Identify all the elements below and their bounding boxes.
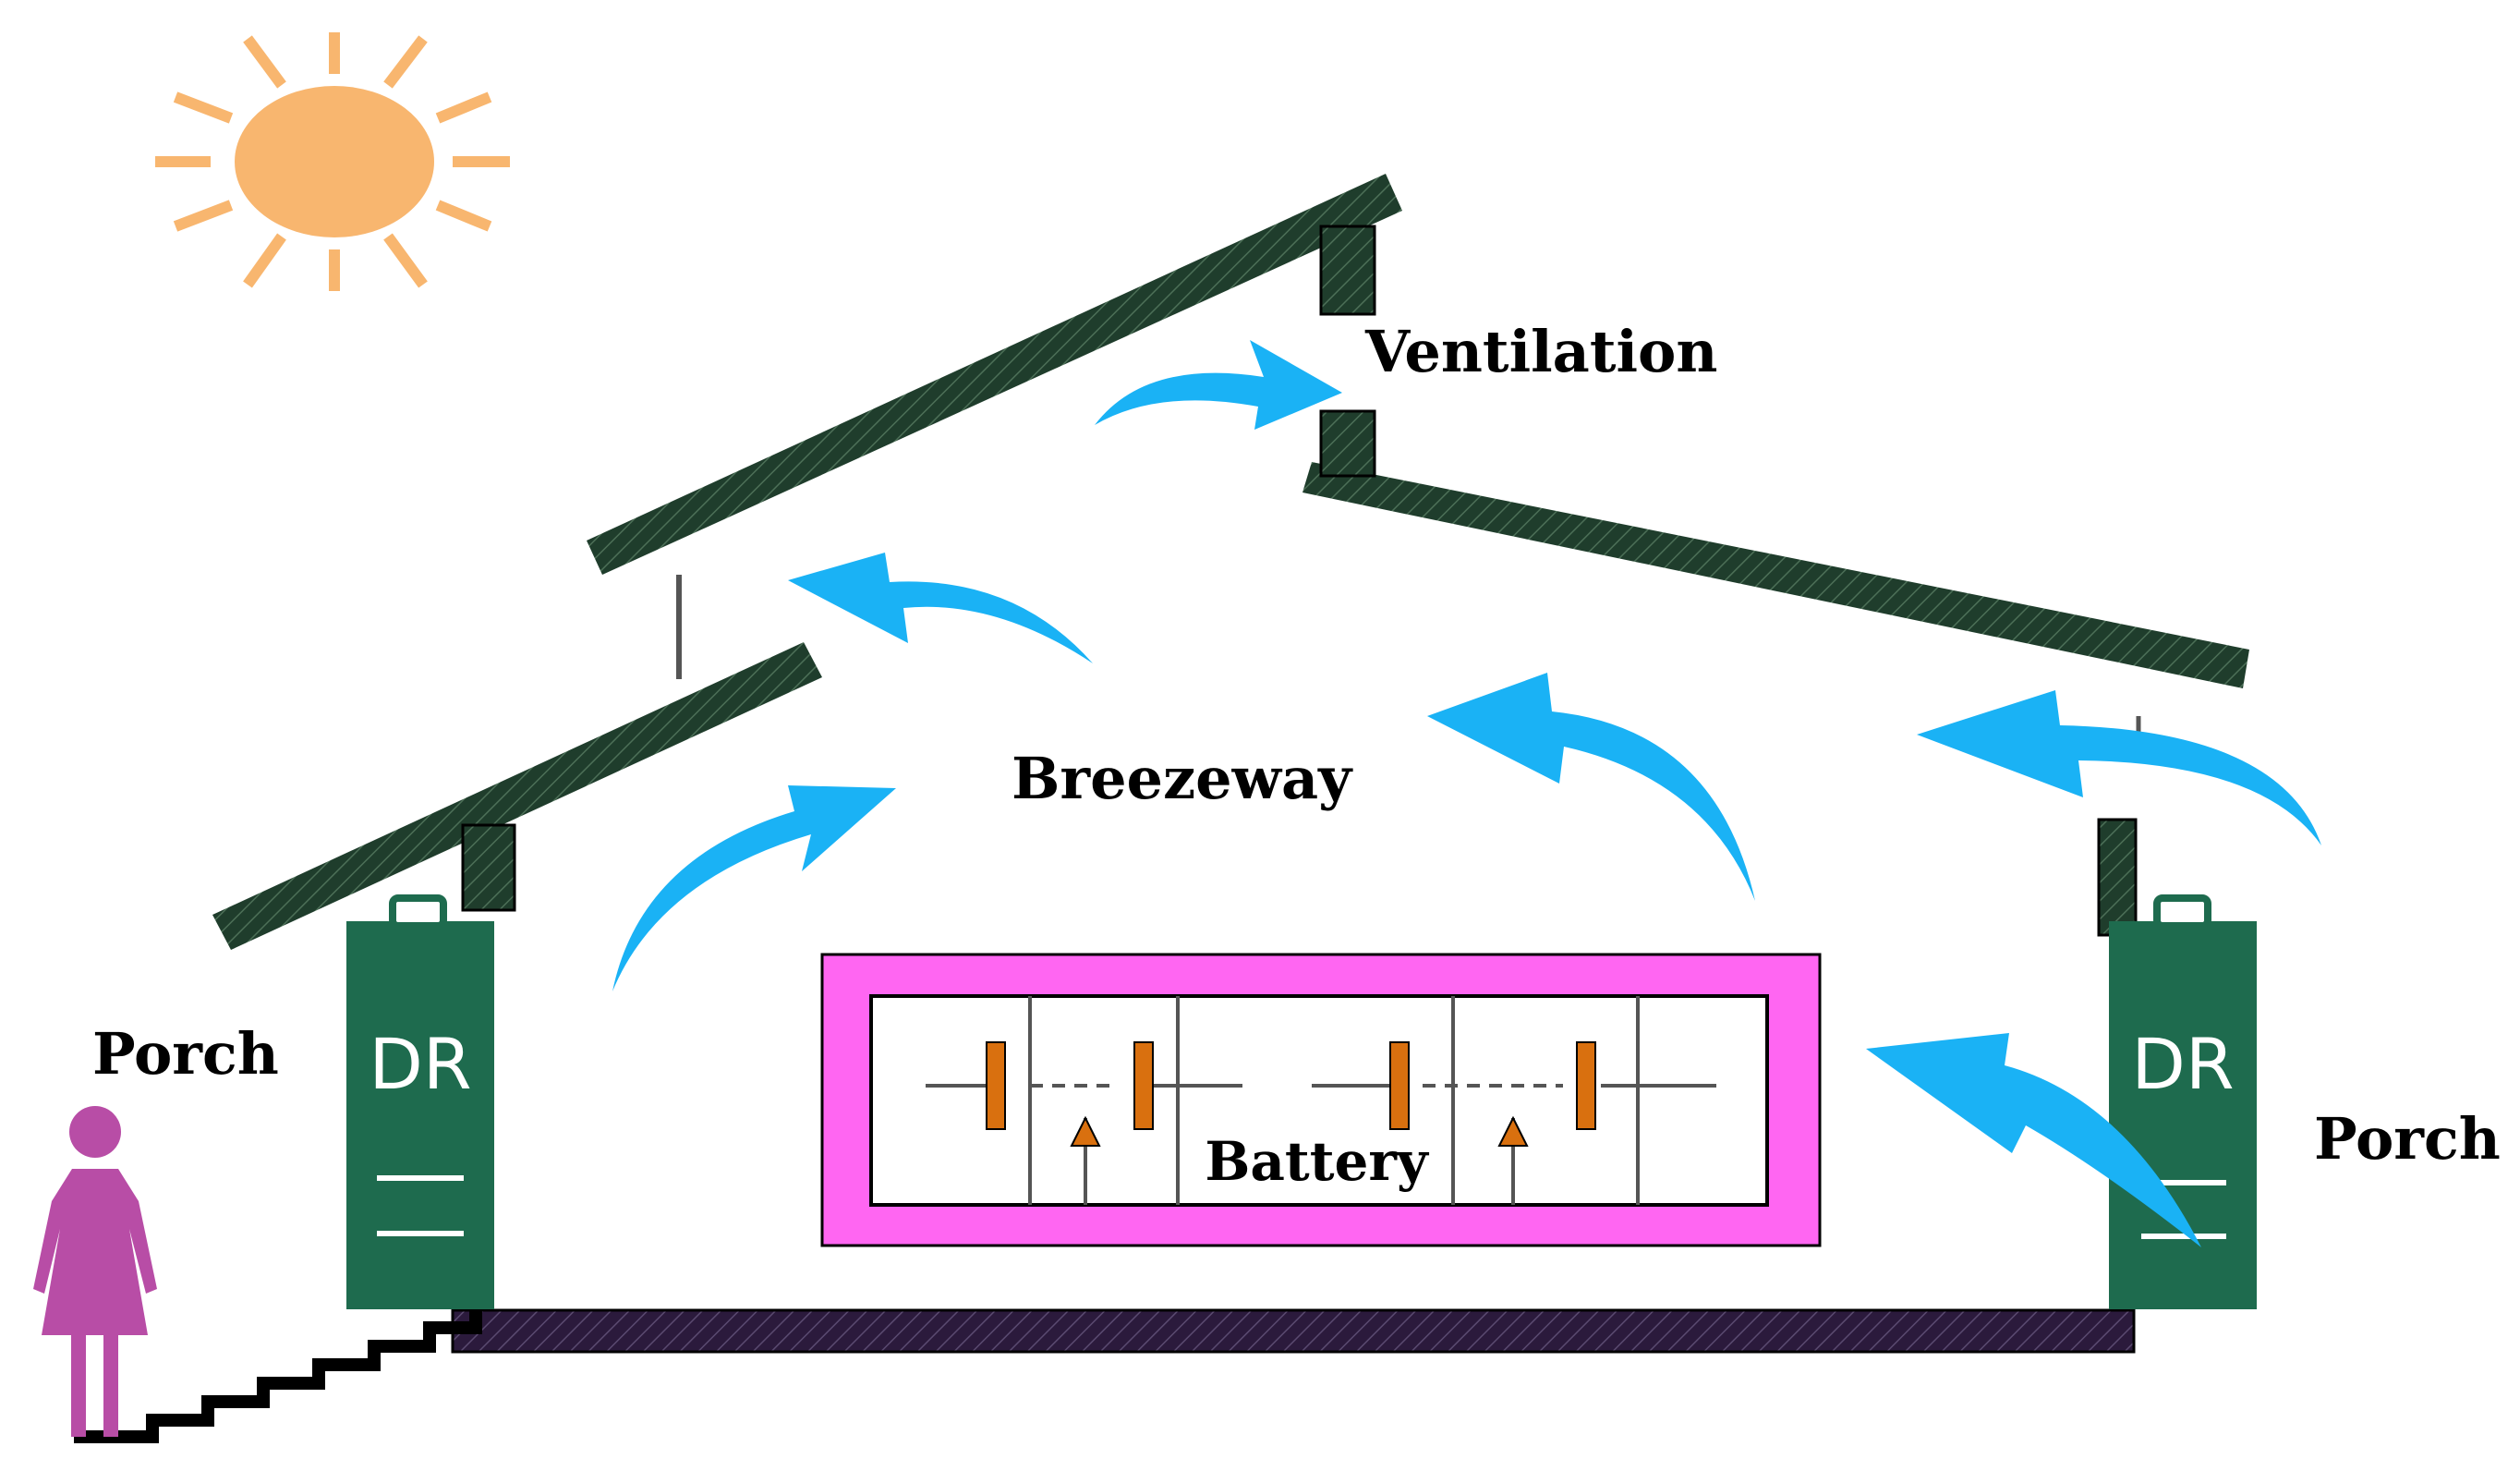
dr-right-label: DR xyxy=(2131,1023,2234,1105)
dr-left: DR xyxy=(346,894,494,1309)
airflow-arrow-icon xyxy=(612,340,2321,1247)
porch-right-label: Porch xyxy=(2314,1105,2501,1173)
breezeway-label: Breezeway xyxy=(1012,745,1352,812)
dr-right: DR xyxy=(2109,894,2257,1309)
right-wall-post xyxy=(2097,818,2138,937)
person-icon xyxy=(33,1106,157,1437)
battery-box: Battery xyxy=(820,953,1822,1247)
dr-left-label: DR xyxy=(369,1023,471,1105)
ventilation-lower-block xyxy=(1319,409,1376,478)
roof-lower-left xyxy=(212,642,822,950)
floor-slab xyxy=(451,1308,2136,1354)
porch-left-label: Porch xyxy=(92,1020,279,1088)
ventilation-upper-block xyxy=(1319,225,1376,316)
roof-right xyxy=(1302,462,2249,688)
battery-label: Battery xyxy=(1205,1130,1430,1193)
porch-stairs xyxy=(74,1310,482,1443)
roof-upper-left xyxy=(587,174,1402,575)
battery-cell-icon xyxy=(986,1041,1596,1130)
ventilation-label: Ventilation xyxy=(1365,318,1718,385)
left-wall-post xyxy=(461,823,516,912)
sun-icon xyxy=(155,32,510,291)
probe-arrow-icon xyxy=(1070,1115,1529,1147)
